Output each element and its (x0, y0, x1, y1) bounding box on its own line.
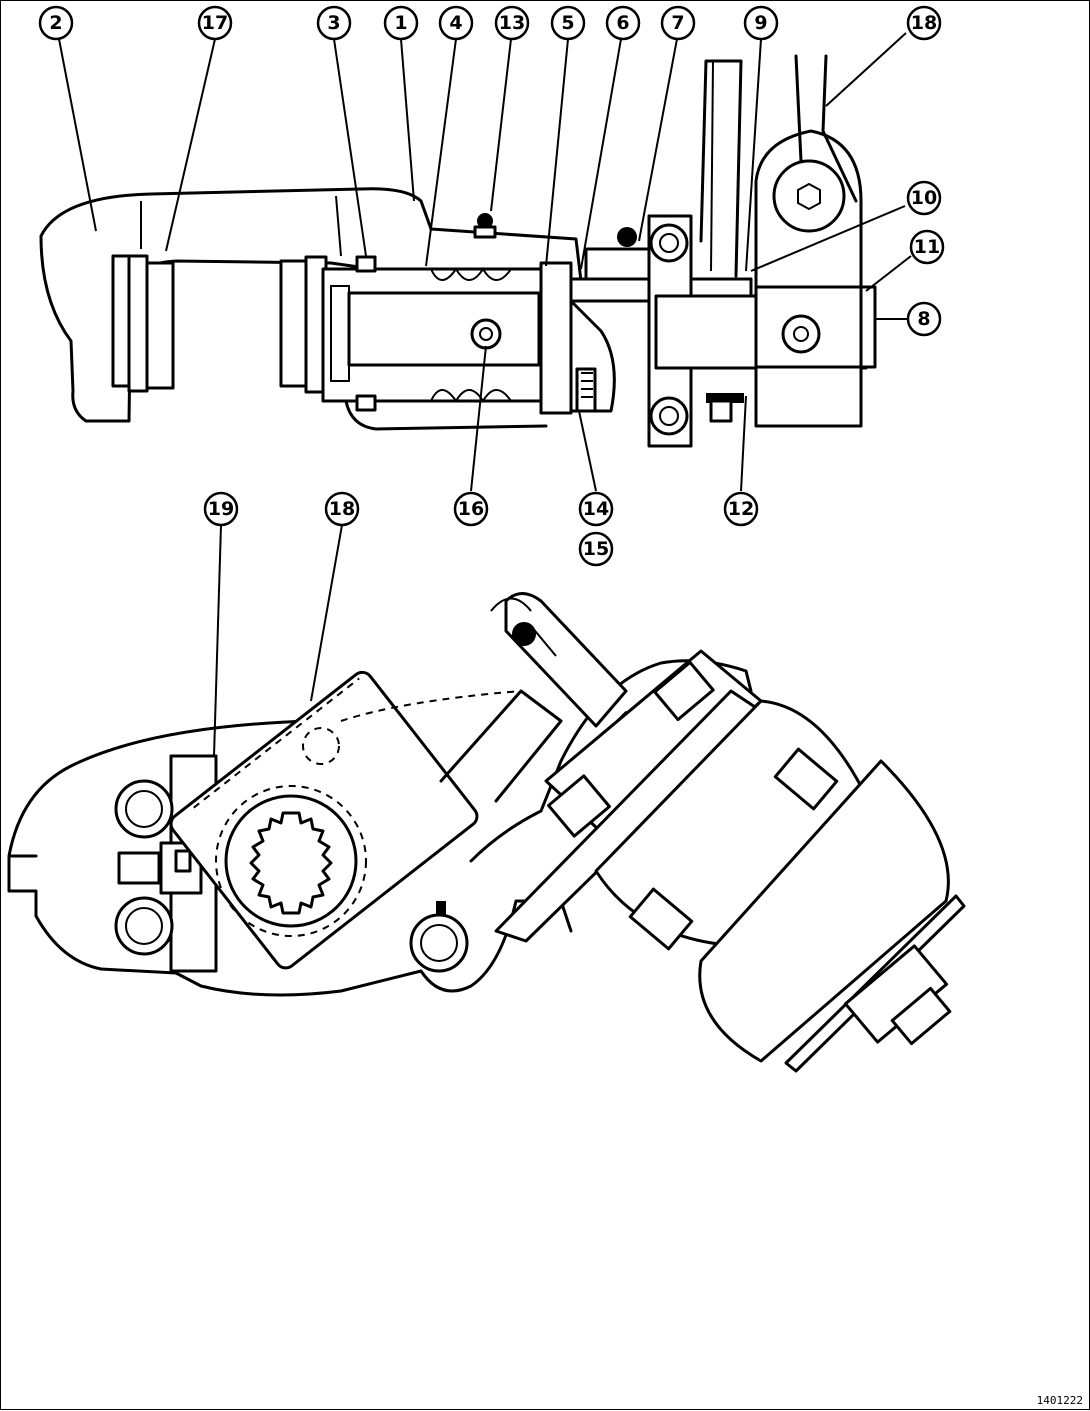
callout-18-bottom: 18 (324, 491, 360, 527)
svg-text:17: 17 (202, 12, 228, 34)
callout-12: 12 (723, 491, 759, 527)
pin-16 (470, 318, 502, 350)
svg-text:14: 14 (583, 498, 609, 520)
svg-text:10: 10 (911, 187, 937, 209)
callout-5: 5 (550, 5, 586, 41)
svg-text:7: 7 (671, 12, 684, 34)
svg-text:9: 9 (754, 12, 767, 34)
svg-text:13: 13 (499, 12, 525, 34)
top-callouts: 2 17 3 1 4 13 5 6 7 9 18 10 11 8 16 14 1… (38, 5, 945, 567)
spline-hub (224, 794, 358, 928)
callout-17: 17 (197, 5, 233, 41)
svg-text:11: 11 (914, 236, 940, 258)
callout-1: 1 (383, 5, 419, 41)
bearing-cap (145, 261, 175, 390)
callout-11: 11 (909, 229, 945, 265)
svg-text:16: 16 (458, 498, 484, 520)
bearing-flange (111, 254, 131, 388)
callout-13: 13 (494, 5, 530, 41)
grease-fitting (477, 213, 493, 229)
top-view-assembly (39, 54, 877, 448)
callout-10: 10 (906, 180, 942, 216)
bearing-ring (127, 254, 149, 393)
clevis-block (584, 247, 658, 281)
svg-text:18: 18 (329, 498, 355, 520)
spring-chamber (698, 759, 950, 1063)
callout-4: 4 (438, 5, 474, 41)
svg-text:15: 15 (583, 538, 609, 560)
svg-text:8: 8 (917, 308, 930, 330)
callout-7: 7 (660, 5, 696, 41)
callout-9: 9 (743, 5, 779, 41)
figure-code: 1401222 (1036, 1394, 1083, 1407)
svg-text:5: 5 (561, 12, 574, 34)
bottom-callouts: 19 18 (203, 491, 360, 757)
callout-18-top: 18 (906, 5, 942, 41)
svg-text:2: 2 (49, 12, 62, 34)
svg-text:1: 1 (394, 12, 407, 34)
callout-19: 19 (203, 491, 239, 527)
svg-text:19: 19 (208, 498, 234, 520)
callout-6: 6 (605, 5, 641, 41)
callout-14: 14 (578, 491, 614, 527)
callout-16: 16 (453, 491, 489, 527)
svg-text:3: 3 (327, 12, 340, 34)
svg-text:4: 4 (449, 12, 462, 34)
bottom-view-assembly (7, 592, 966, 1073)
svg-text:12: 12 (728, 498, 754, 520)
callout-8: 8 (906, 301, 942, 337)
callout-3: 3 (316, 5, 352, 41)
svg-text:18: 18 (911, 12, 937, 34)
callout-2: 2 (38, 5, 74, 41)
worm-housing (347, 291, 541, 367)
svg-text:6: 6 (616, 12, 629, 34)
clevis (504, 592, 628, 728)
callout-15: 15 (578, 531, 614, 567)
